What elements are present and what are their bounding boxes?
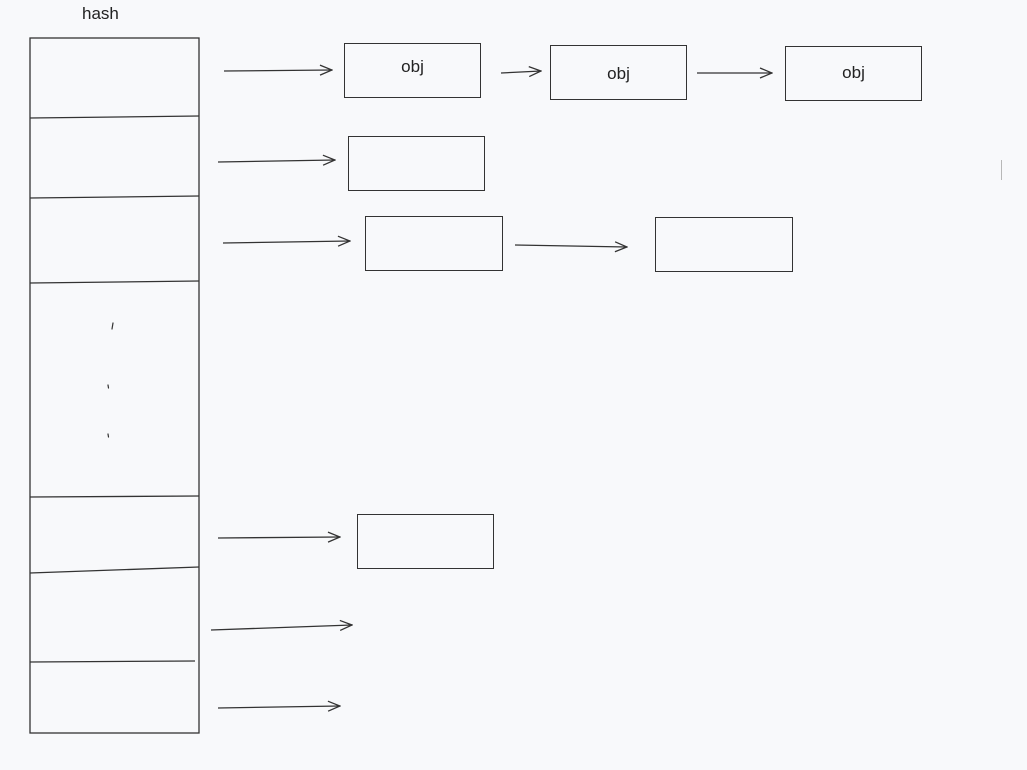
chain-node	[365, 216, 503, 271]
bucket-arrow	[217, 160, 335, 162]
chain-node: obj	[344, 43, 481, 98]
bucket-divider	[29, 566, 200, 574]
chain-node: obj	[785, 46, 922, 101]
bucket-arrow	[223, 70, 332, 71]
node-link-arrow	[500, 71, 541, 73]
bucket-divider	[29, 115, 200, 119]
bucket-arrow	[217, 706, 340, 708]
bucket-divider	[29, 195, 200, 199]
node-label: obj	[401, 56, 424, 76]
node-link-arrow	[514, 245, 627, 247]
chain-node	[348, 136, 485, 191]
bucket-divider	[29, 495, 200, 498]
chain-node	[357, 514, 494, 569]
bucket-arrow	[210, 625, 352, 630]
text-cursor	[1001, 160, 1002, 180]
node-label: obj	[607, 64, 630, 83]
bucket-arrow	[222, 241, 350, 243]
bucket-divider	[29, 660, 196, 663]
bucket-divider	[29, 280, 200, 284]
chain-node	[655, 217, 793, 272]
hash-table	[29, 37, 200, 734]
bucket-arrow	[217, 537, 340, 538]
chain-node: obj	[550, 45, 687, 100]
diagram-title: hash	[82, 4, 119, 23]
node-label: obj	[842, 62, 865, 82]
ellipsis-marks	[107, 322, 114, 438]
